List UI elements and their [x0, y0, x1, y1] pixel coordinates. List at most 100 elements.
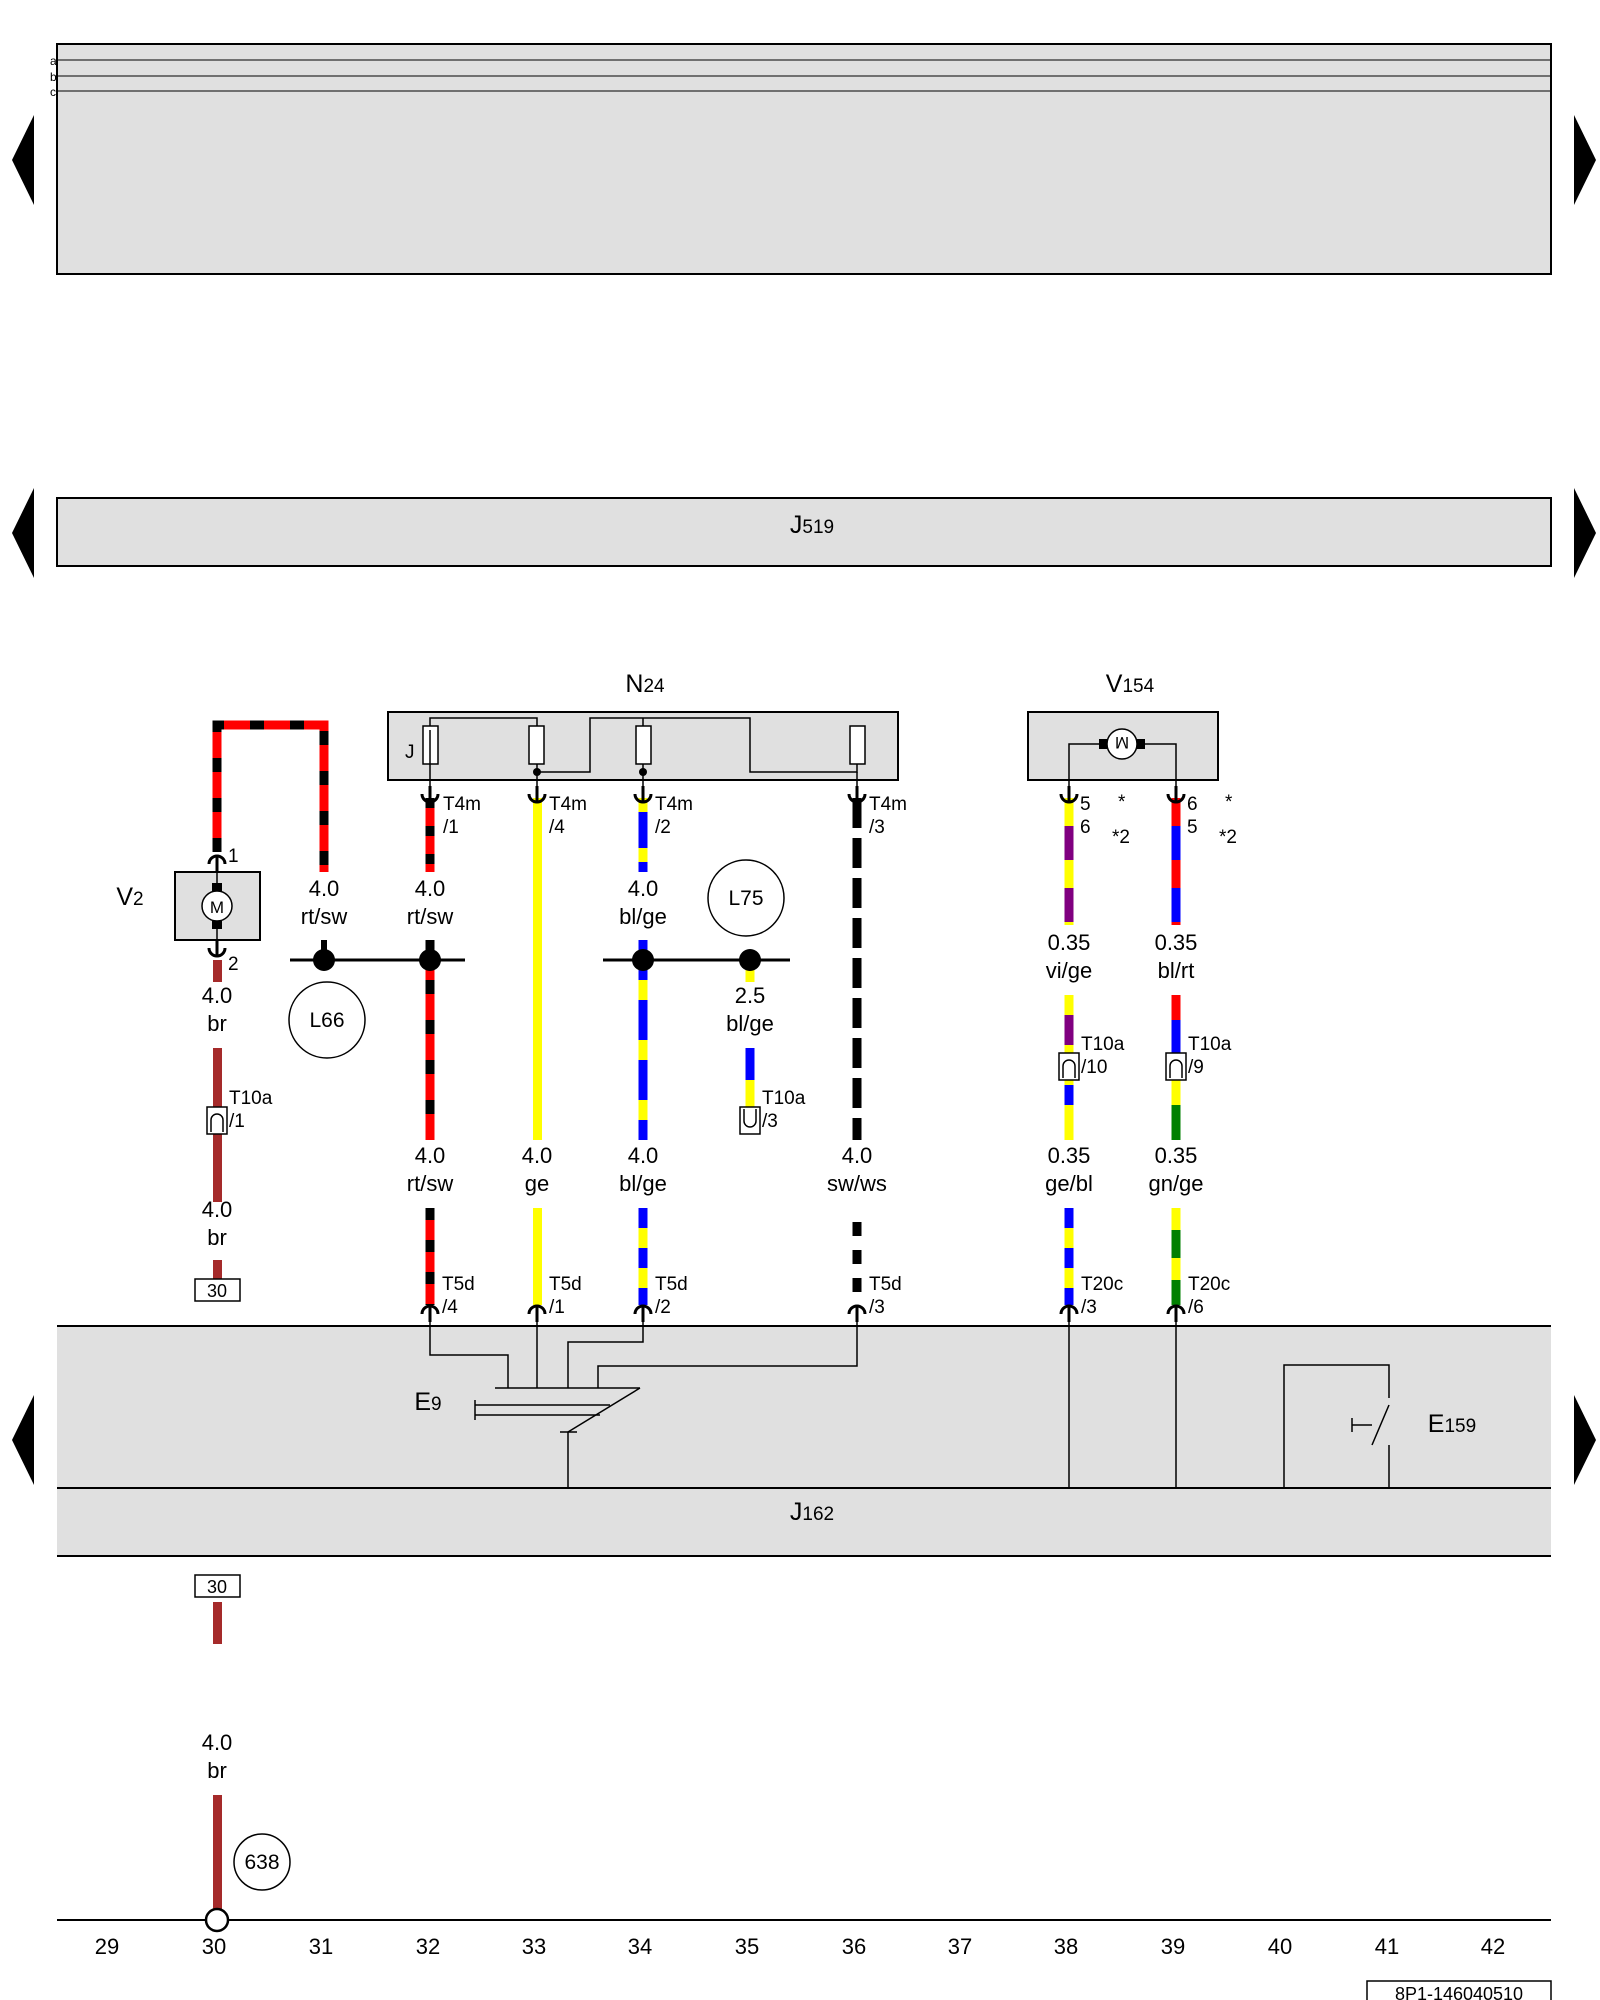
n24-label: N24 — [625, 670, 665, 698]
connector-label: T5d/1 — [549, 1274, 582, 1318]
ground-point — [204, 1907, 230, 1933]
e159-label: E159 — [1428, 1410, 1476, 1438]
track-number: 41 — [1375, 1934, 1399, 1959]
top-panel — [56, 43, 1552, 275]
track-number: 38 — [1054, 1934, 1078, 1959]
track-number: 36 — [842, 1934, 866, 1959]
j519-label: J519 — [790, 511, 834, 539]
connector-label: T4m/2 — [655, 794, 693, 838]
connector-label: T4m/1 — [443, 794, 481, 838]
v154-motor-icon: M — [1068, 728, 1177, 786]
inline-connectors — [206, 1052, 1187, 1135]
legend-letter-a: a — [50, 54, 57, 68]
v154-label: V154 — [1106, 670, 1155, 698]
terminal-30-top: 30 — [194, 1278, 241, 1302]
legend-letter-c: c — [50, 85, 56, 99]
track-number: 37 — [948, 1934, 972, 1959]
v154-star-a: * — [1118, 792, 1126, 813]
next-page-arrow-icon[interactable] — [1574, 488, 1596, 578]
j162-label: J162 — [790, 1498, 834, 1526]
prev-page-arrow-icon[interactable] — [12, 488, 34, 578]
v154-pin-a1: 5 — [1080, 794, 1091, 815]
connector-label: T5d/2 — [655, 1274, 688, 1318]
e9-label: E9 — [414, 1388, 441, 1416]
v154-star2-b: *2 — [1219, 827, 1237, 848]
document-code: 8P1-146040510 — [1366, 1980, 1552, 2000]
track-number: 31 — [309, 1934, 333, 1959]
ground-l75: L75 — [707, 859, 785, 937]
v2-label: V2 — [116, 883, 143, 911]
svg-text:M: M — [1115, 733, 1129, 752]
connector-label: T4m/4 — [549, 794, 587, 838]
track-numbers: 29 30 31 32 33 34 35 36 37 38 39 40 41 4… — [95, 1934, 1505, 1959]
terminal-30-bottom: 30 — [194, 1574, 241, 1598]
prev-page-arrow-icon[interactable] — [12, 1395, 34, 1485]
ground-l66: L66 — [288, 981, 366, 1059]
connector-label: T5d/3 — [869, 1274, 902, 1318]
v2-pin-bottom: 2 — [228, 954, 239, 975]
track-number: 30 — [202, 1934, 226, 1959]
track-number: 40 — [1268, 1934, 1292, 1959]
track-number: 29 — [95, 1934, 119, 1959]
wire-33 — [533, 798, 542, 1305]
svg-text:638: 638 — [244, 1851, 279, 1874]
connector-label: T20c/3 — [1081, 1274, 1123, 1318]
nav-arrows[interactable] — [12, 115, 1596, 1485]
n24-inner-label: J — [405, 742, 415, 763]
next-page-arrow-icon[interactable] — [1574, 1395, 1596, 1485]
track-number: 42 — [1481, 1934, 1505, 1959]
v154-pin-a2: 6 — [1080, 817, 1091, 838]
track-number: 32 — [416, 1934, 440, 1959]
svg-text:L66: L66 — [309, 1009, 344, 1032]
connector-label: T10a/1 — [229, 1088, 273, 1132]
ground-638: 638 — [233, 1833, 291, 1891]
track-number: 33 — [522, 1934, 546, 1959]
j162-panel — [57, 1488, 1551, 1556]
v2-pin-top: 1 — [228, 846, 239, 867]
v154-star-b: * — [1225, 792, 1233, 813]
connector-label: T10a/9 — [1188, 1034, 1232, 1078]
connector-plugs — [207, 786, 1186, 1322]
v154-star2-a: *2 — [1112, 827, 1130, 848]
next-page-arrow-icon[interactable] — [1574, 115, 1596, 205]
legend-letter-b: b — [50, 70, 57, 84]
svg-text:30: 30 — [207, 1281, 227, 1301]
connector-label: T20c/6 — [1188, 1274, 1230, 1318]
track-number: 39 — [1161, 1934, 1185, 1959]
svg-text:M: M — [210, 898, 224, 917]
ground-bus-l66 — [290, 940, 465, 971]
v154-pin-b1: 6 — [1187, 794, 1198, 815]
switch-panel — [57, 1326, 1551, 1488]
v154-pin-b2: 5 — [1187, 817, 1198, 838]
prev-page-arrow-icon[interactable] — [12, 115, 34, 205]
svg-text:8P1-146040510: 8P1-146040510 — [1395, 1984, 1523, 2000]
connector-labels: T4m/1 T4m/4 T4m/2 T4m/3 T10a/1 T10a/3 T1… — [229, 794, 1232, 1318]
v2-motor-icon: M — [201, 872, 233, 940]
svg-text:L75: L75 — [728, 887, 763, 910]
e159-switch — [1283, 1364, 1390, 1488]
connector-label: T10a/3 — [762, 1088, 806, 1132]
track-number: 34 — [628, 1934, 652, 1959]
j519-panel — [56, 497, 1552, 567]
wire-v2-loop — [212, 720, 329, 872]
ground-bus-l75 — [603, 949, 790, 971]
connector-label: T4m/3 — [869, 794, 907, 838]
connector-label: T5d/4 — [442, 1274, 475, 1318]
track-number: 35 — [735, 1934, 759, 1959]
